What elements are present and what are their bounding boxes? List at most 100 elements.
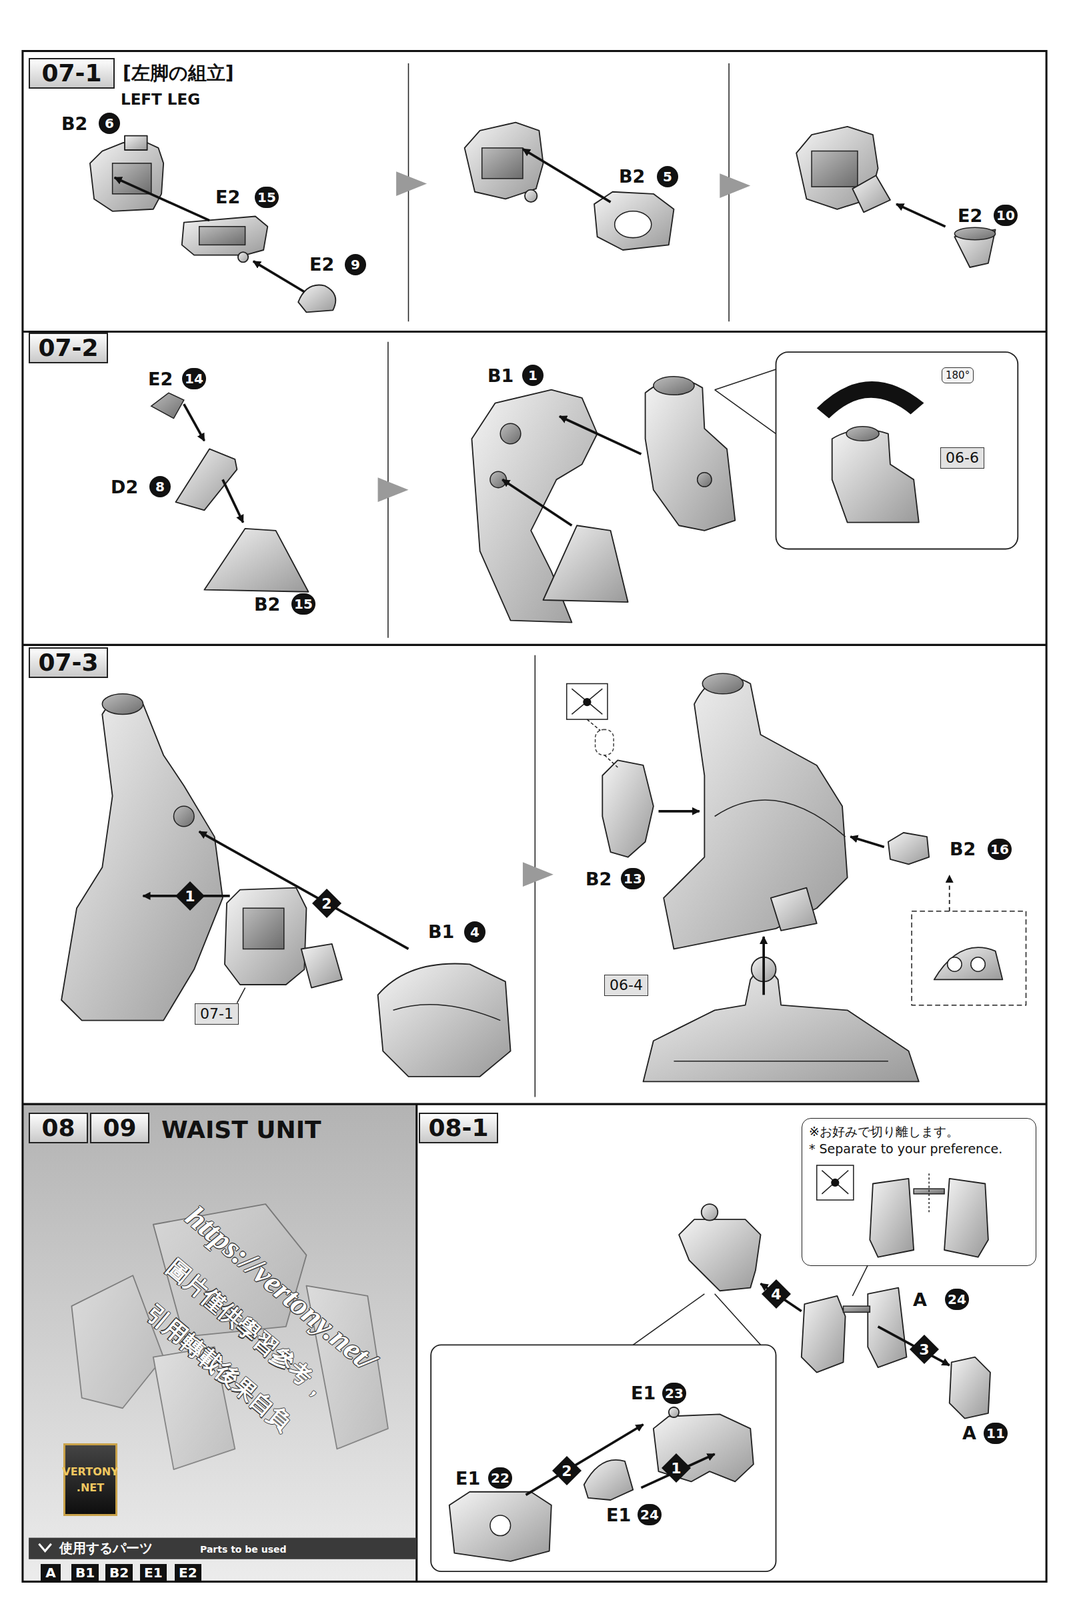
step-08-1-parts-shape xyxy=(701,1204,718,1221)
part-number: 14 xyxy=(182,368,207,390)
diamond-fill xyxy=(552,1456,582,1486)
part-number: 10 xyxy=(993,204,1018,227)
parts-runner-box-text: A xyxy=(45,1565,56,1582)
step-07-3-parts-shape xyxy=(770,888,817,931)
step-tag: 08-1 xyxy=(418,1113,499,1144)
assembly-arrows-shape xyxy=(658,810,700,813)
step-08-1-parts-shape xyxy=(944,1179,989,1258)
waist-preview-shape xyxy=(71,1275,164,1409)
assembly-arrows-shape xyxy=(850,836,885,847)
step-triangles-shape xyxy=(719,173,751,199)
step-08-1-parts-shape xyxy=(821,1171,849,1195)
step-07-1-parts-shape xyxy=(90,140,164,212)
step-diamond-text: 3 xyxy=(918,1341,929,1359)
part-letter: E1 xyxy=(606,1505,631,1526)
panel-frames-shape xyxy=(22,1103,1047,1106)
step-tag-text: 08 xyxy=(41,1114,75,1142)
step-07-2-parts-shape xyxy=(653,376,695,396)
assembly-arrows-shape xyxy=(526,1425,644,1496)
assembly-arrows-shape xyxy=(199,831,409,949)
step-07-2-parts-shape xyxy=(714,369,777,434)
part-letter: B2 xyxy=(618,166,645,187)
step-tag-text: 08-1 xyxy=(428,1114,489,1142)
part-letter: B2 xyxy=(585,868,612,890)
step-07-1-parts-shape xyxy=(124,136,148,151)
step-07-2-parts-shape xyxy=(645,380,736,531)
step-diamond: 1 xyxy=(174,880,206,912)
reference-tag: 07-1 xyxy=(194,1003,239,1025)
parts-runner-box: B1 xyxy=(71,1564,99,1583)
step-triangles-shape xyxy=(378,477,409,503)
diamond-fill xyxy=(761,1279,791,1310)
part-number: 15 xyxy=(291,593,316,615)
part-letter: E1 xyxy=(630,1383,656,1404)
step-08-1-parts-shape xyxy=(490,1515,511,1537)
part-letter: E2 xyxy=(309,254,335,275)
step-07-2-parts-shape xyxy=(776,352,1019,549)
step-diamond-text: 1 xyxy=(184,888,195,905)
panel-frames-shape xyxy=(22,1104,417,1582)
part-letter: E2 xyxy=(148,368,173,390)
step-07-3-parts-shape xyxy=(934,947,1003,980)
step-08-1-parts-shape xyxy=(816,1165,854,1201)
part-number: 4 xyxy=(464,921,486,943)
parts-runner-box: B2 xyxy=(105,1564,133,1583)
part-letter: A xyxy=(962,1423,977,1444)
rotate-icon: 180° xyxy=(941,367,974,384)
step-diamond-text: 4 xyxy=(770,1286,781,1304)
diamond-fill xyxy=(312,888,342,919)
step-07-1-parts-shape xyxy=(852,175,891,213)
step-triangles xyxy=(378,171,751,887)
step-07-2-parts xyxy=(151,352,1018,623)
step-08-1-parts-shape xyxy=(852,1265,868,1297)
step-08-1-parts-shape xyxy=(867,1288,907,1368)
diamond-fill xyxy=(661,1453,691,1484)
step-diamond: 4 xyxy=(760,1279,792,1310)
part-number: 5 xyxy=(656,166,679,188)
step-07-3-parts-shape xyxy=(301,944,343,989)
step-07-1-parts-shape xyxy=(298,285,336,313)
step-07-3-parts-shape xyxy=(224,888,307,985)
step-07-3-parts-shape xyxy=(911,911,1026,1006)
step-07-1-parts-shape xyxy=(199,226,246,246)
step-07-3-parts-shape xyxy=(393,1004,501,1021)
step-07-1-parts-shape xyxy=(811,151,858,188)
step-diamond: 1 xyxy=(660,1453,692,1484)
note-callout-text: ※お好みで切り離します。 xyxy=(808,1123,1029,1141)
step-tag: 07-2 xyxy=(28,332,109,364)
part-letter: B1 xyxy=(487,365,514,387)
step-07-2-parts-shape xyxy=(543,525,629,603)
part-number: 1 xyxy=(522,364,544,387)
panel-frames-shape xyxy=(28,1538,417,1560)
step-07-2-parts-shape xyxy=(204,528,309,593)
panel-frames-shape xyxy=(415,1104,418,1582)
parts-runner-box-text: E2 xyxy=(178,1565,198,1582)
note-callout: ※お好みで切り離します。* Separate to your preferenc… xyxy=(801,1118,1037,1267)
panel-frames-shape xyxy=(22,644,1047,647)
step-08-1-parts-shape xyxy=(801,1296,846,1374)
step-07-3-parts-shape xyxy=(595,729,615,755)
logo-box: VERTONY .NET xyxy=(63,1443,118,1517)
step-07-3-parts xyxy=(61,673,1026,1082)
step-07-3-parts-shape xyxy=(236,988,245,1004)
step-07-2-parts-shape xyxy=(846,426,879,441)
step-07-1-parts-shape xyxy=(182,216,269,255)
reference-tag-text: 07-1 xyxy=(200,1005,234,1023)
step-07-1-parts-shape xyxy=(524,190,537,203)
step-07-1-parts-shape xyxy=(614,211,652,239)
step-07-2-parts-shape xyxy=(500,423,521,445)
part-letter: B2 xyxy=(254,594,281,615)
step-08-1-parts-shape xyxy=(843,1306,871,1313)
step-diamond-text: 2 xyxy=(561,1463,572,1480)
assembly-arrows-shape xyxy=(114,177,210,221)
part-letter: B2 xyxy=(949,838,976,860)
step-triangles-shape xyxy=(522,862,554,887)
panel-frames-shape xyxy=(22,330,1047,333)
step-07-3-parts-shape xyxy=(888,832,929,865)
reference-tag-text: 06-6 xyxy=(945,449,979,467)
part-number: 22 xyxy=(488,1467,513,1490)
part-letter: B1 xyxy=(428,921,455,943)
step-07-3-parts-shape xyxy=(948,875,951,912)
note-callout-text: * Separate to your preference. xyxy=(808,1140,1029,1158)
